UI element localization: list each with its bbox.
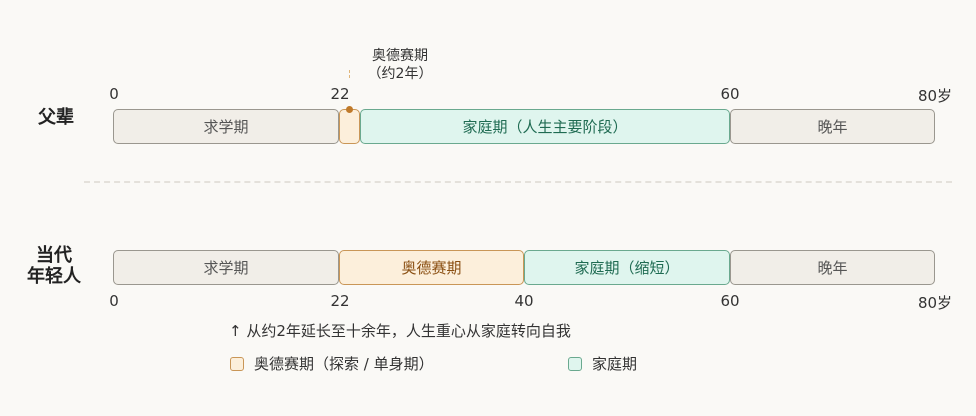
row-label-line1: 当代 [36, 245, 72, 266]
extension-note: ↑ 从约2年延长至十余年，人生重心从家庭转向自我 [229, 322, 571, 340]
odyssey-annotation-title: 奥德赛期 [372, 48, 428, 64]
legend-odyssey: 奥德赛期（探索 / 单身期） [230, 353, 434, 374]
segment-late-life: 晚年 [730, 109, 935, 144]
tick-0: 0 [109, 292, 119, 310]
row-label-parents: 父辈 [38, 107, 74, 128]
tick-22: 22 [330, 85, 350, 103]
tick-80: 80岁 [917, 87, 953, 105]
segment-odyssey [339, 109, 360, 144]
segment-label: 晚年 [817, 259, 848, 277]
tick-60: 60 [720, 292, 740, 310]
odyssey-marker-dot [346, 106, 353, 113]
segment-study: 求学期 [113, 250, 339, 285]
segment-late-life: 晚年 [730, 250, 935, 285]
legend-swatch-family [568, 356, 582, 371]
tick-80: 80岁 [917, 294, 953, 312]
odyssey-annotation-duration: （约2年） [367, 66, 433, 82]
segment-family: 家庭期（缩短） [524, 250, 730, 285]
odyssey-annotation: 奥德赛期 （约2年） [350, 47, 450, 83]
tick-60: 60 [720, 85, 740, 103]
segment-label: 晚年 [817, 118, 848, 136]
segment-label: 家庭期（人生主要阶段） [462, 118, 628, 136]
segment-label: 奥德赛期 [401, 259, 462, 277]
legend-label: 家庭期 [592, 355, 638, 373]
tick-0: 0 [109, 85, 119, 103]
tick-40: 40 [514, 292, 534, 310]
row-divider [84, 181, 952, 183]
segment-label: 求学期 [203, 118, 249, 136]
annotation-leader-line [349, 70, 350, 78]
row-label-young-generation: 当代 年轻人 [18, 245, 90, 287]
legend-family: 家庭期 [568, 353, 637, 374]
legend-swatch-odyssey [230, 356, 244, 371]
segment-label: 求学期 [203, 259, 249, 277]
tick-22: 22 [330, 292, 350, 310]
segment-study: 求学期 [113, 109, 339, 144]
segment-label: 家庭期（缩短） [574, 259, 680, 277]
legend-label: 奥德赛期（探索 / 单身期） [254, 355, 434, 373]
segment-odyssey: 奥德赛期 [339, 250, 524, 285]
segment-family: 家庭期（人生主要阶段） [360, 109, 730, 144]
row-label-line2: 年轻人 [27, 266, 81, 287]
